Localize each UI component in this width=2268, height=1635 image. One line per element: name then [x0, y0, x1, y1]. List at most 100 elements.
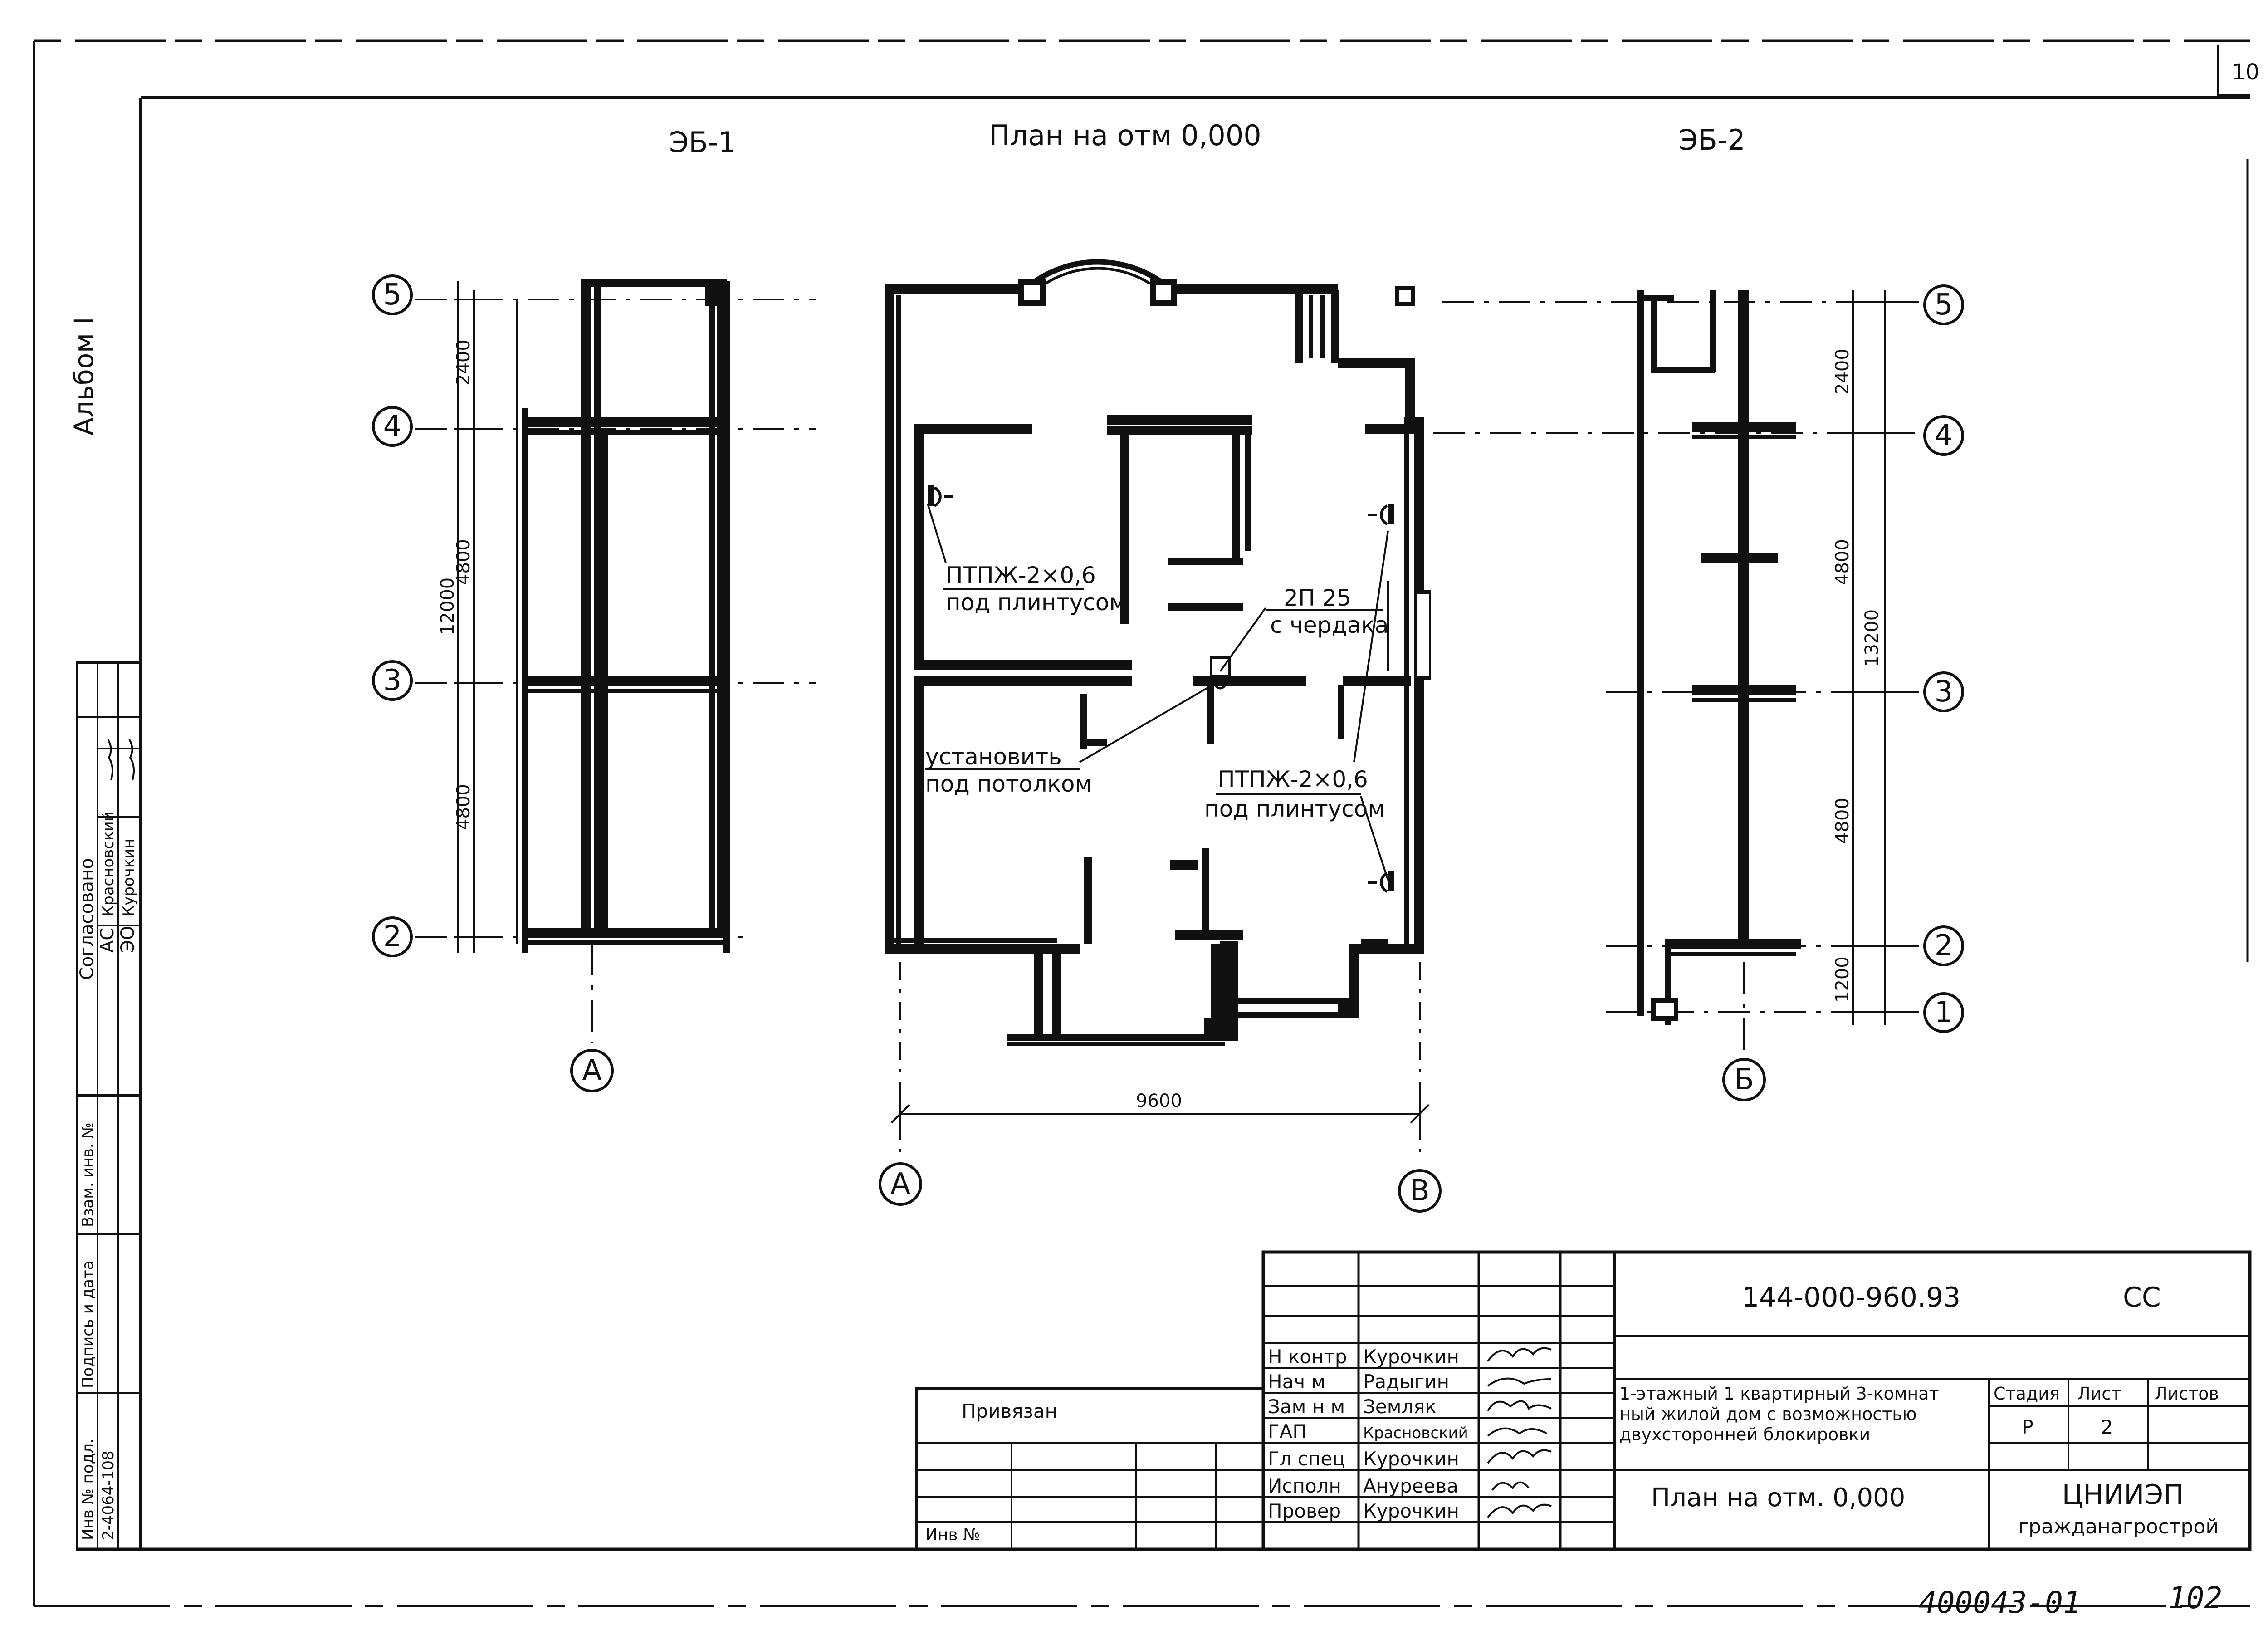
role-5: Гл спец: [1268, 1448, 1345, 1470]
role-3-name: Земляк: [1363, 1395, 1437, 1418]
sheet-corner-number: 10: [2232, 59, 2259, 85]
title-block: 144-000-960.93 СС Н контр Курочкин Нач м…: [915, 1250, 2252, 1551]
elevation-right-total-dim: 13200: [1862, 609, 1882, 667]
install-note-line2: под потолком: [925, 771, 1092, 797]
elevation-left-total-dim: 12000: [437, 578, 458, 635]
elevation-left: 2400 4800 4800 12000 5 4 3 2 А: [372, 274, 816, 1092]
role-2-name: Радыгин: [1363, 1371, 1449, 1393]
inv-field-1: Инв № подл.: [79, 1439, 97, 1540]
elevation-right-dim-4800a: 4800: [1832, 539, 1853, 585]
axis-bubble-a-plan: А: [879, 1162, 922, 1206]
stage-header: Стадия: [1994, 1384, 2060, 1404]
role-1-name: Курочкин: [1363, 1346, 1459, 1368]
elevation-left-title: ЭБ-1: [669, 126, 736, 159]
cable-note-1-line2: под плинтусом: [946, 589, 1126, 616]
role-6-name: Ануреева: [1363, 1475, 1458, 1497]
cable-note-1-line1: ПТПЖ-2×0,6: [946, 562, 1096, 588]
svg-text:2: 2: [1935, 929, 1953, 963]
description-line-2: ный жилой дом с возможностью: [1619, 1404, 1917, 1424]
elevation-right-dim-2400: 2400: [1832, 348, 1853, 395]
role-6: Исполн: [1268, 1475, 1341, 1497]
axis-bubble-b-right: Б: [1722, 1058, 1766, 1101]
cable-note-2-line1: 2П 25: [1284, 585, 1351, 611]
axis-bubble-2-right: 2: [1923, 925, 1964, 966]
axis-bubble-3-right: 3: [1923, 671, 1964, 712]
axis-bubble-5: 5: [372, 274, 413, 315]
socket-symbol: [928, 485, 953, 507]
axis-bubble-a-left: А: [570, 1049, 614, 1092]
org-line-2: гражданагрострой: [2018, 1515, 2219, 1538]
axis-bubble-3: 3: [372, 660, 413, 701]
role-4: ГАП: [1268, 1420, 1307, 1443]
svg-text:1: 1: [1935, 996, 1953, 1029]
plan-title: План на отм 0,000: [989, 119, 1261, 152]
axis-bubble-5-right: 5: [1923, 284, 1964, 325]
axis-bubble-4-right: 4: [1923, 415, 1964, 456]
svg-text:Б: Б: [1734, 1063, 1754, 1097]
role-4-name: Красновский: [1363, 1424, 1468, 1442]
cable-note-3-line1: ПТПЖ-2×0,6: [1218, 766, 1368, 793]
svg-text:4: 4: [1935, 419, 1953, 452]
plan-width-dimension: 9600: [1136, 1091, 1182, 1111]
sheet-header: Лист: [2077, 1384, 2121, 1404]
svg-text:А: А: [582, 1054, 602, 1087]
handwritten-page: 102: [2168, 1581, 2222, 1615]
elevation-left-dim-4800a: 4800: [453, 539, 474, 585]
svg-text:А: А: [890, 1167, 910, 1201]
album-label: Альбом I: [68, 317, 99, 436]
floor-plan: ПТПЖ-2×0,6 под плинтусом 2П 25 с чердака…: [879, 259, 1442, 1213]
elevation-left-dim-2400: 2400: [453, 339, 474, 386]
role-1: Н контр: [1268, 1346, 1347, 1368]
role-5-name: Курочкин: [1363, 1448, 1459, 1470]
svg-text:3: 3: [383, 664, 402, 697]
approval-dept-2: ЭО: [117, 926, 138, 953]
doc-code: 144-000-960.93: [1742, 1282, 1960, 1313]
inv-label: Инв №: [925, 1526, 980, 1544]
cable-note-3-line2: под плинтусом: [1204, 796, 1385, 822]
description-line-3: двухсторонней блокировки: [1619, 1425, 1870, 1444]
role-7-name: Курочкин: [1363, 1500, 1459, 1522]
role-list: Н контр Курочкин Нач м Радыгин Зам н м З…: [1268, 1346, 1468, 1522]
approval-name-1: Красновский: [99, 811, 117, 916]
role-2: Нач м: [1268, 1371, 1325, 1393]
role-3: Зам н м: [1268, 1395, 1345, 1418]
elevation-right-dim-4800b: 4800: [1832, 798, 1853, 844]
elevation-right: 2400 4800 4800 1200 13200 5 4 3 2 1 Б: [1433, 284, 1964, 1101]
description-line-1: 1-этажный 1 квартирный 3-комнат: [1619, 1384, 1939, 1404]
signatures: [1487, 1347, 1552, 1518]
install-note-line1: установить: [925, 744, 1062, 770]
elevation-left-dim-4800b: 4800: [453, 784, 474, 830]
cable-note-2-line2: с чердака: [1270, 612, 1388, 638]
inv-field-2: Подпись и дата: [79, 1260, 97, 1388]
sheet-value: 2: [2101, 1416, 2113, 1438]
approval-name-2: Курочкин: [120, 838, 138, 916]
inv-field-3: Взам. инв. №: [79, 1122, 97, 1227]
approval-strip: Согласовано АС Красновский ЭО Курочкин И…: [76, 661, 142, 1551]
axis-bubble-2: 2: [372, 916, 413, 957]
stage-value: Р: [2022, 1416, 2033, 1438]
approval-dept-1: АС: [97, 928, 118, 953]
sheet-name: План на отм. 0,000: [1651, 1483, 1905, 1513]
svg-text:4: 4: [383, 410, 402, 443]
elevation-right-title: ЭБ-2: [1678, 123, 1745, 157]
approval-title: Согласовано: [77, 858, 98, 980]
inv-value: 2-4064-108: [99, 1450, 117, 1540]
bound-label: Привязан: [962, 1400, 1057, 1422]
org-line-1: ЦНИИЭП: [2062, 1479, 2184, 1511]
doc-mark: СС: [2123, 1282, 2161, 1313]
sheets-header: Листов: [2155, 1384, 2219, 1404]
socket-symbol: [1368, 871, 1394, 893]
role-7: Провер: [1268, 1500, 1341, 1522]
axis-bubble-4: 4: [372, 406, 413, 447]
axis-bubble-v-plan: В: [1398, 1169, 1442, 1213]
handwritten-code: 400043-01: [1919, 1585, 2081, 1620]
axis-bubble-1-right: 1: [1923, 992, 1964, 1033]
svg-text:5: 5: [1935, 288, 1953, 322]
svg-text:2: 2: [383, 920, 402, 954]
elevation-right-dim-1200: 1200: [1832, 956, 1853, 1003]
svg-text:В: В: [1410, 1174, 1430, 1208]
svg-text:5: 5: [383, 278, 402, 312]
socket-symbol: [1368, 504, 1394, 525]
svg-text:3: 3: [1935, 675, 1953, 709]
